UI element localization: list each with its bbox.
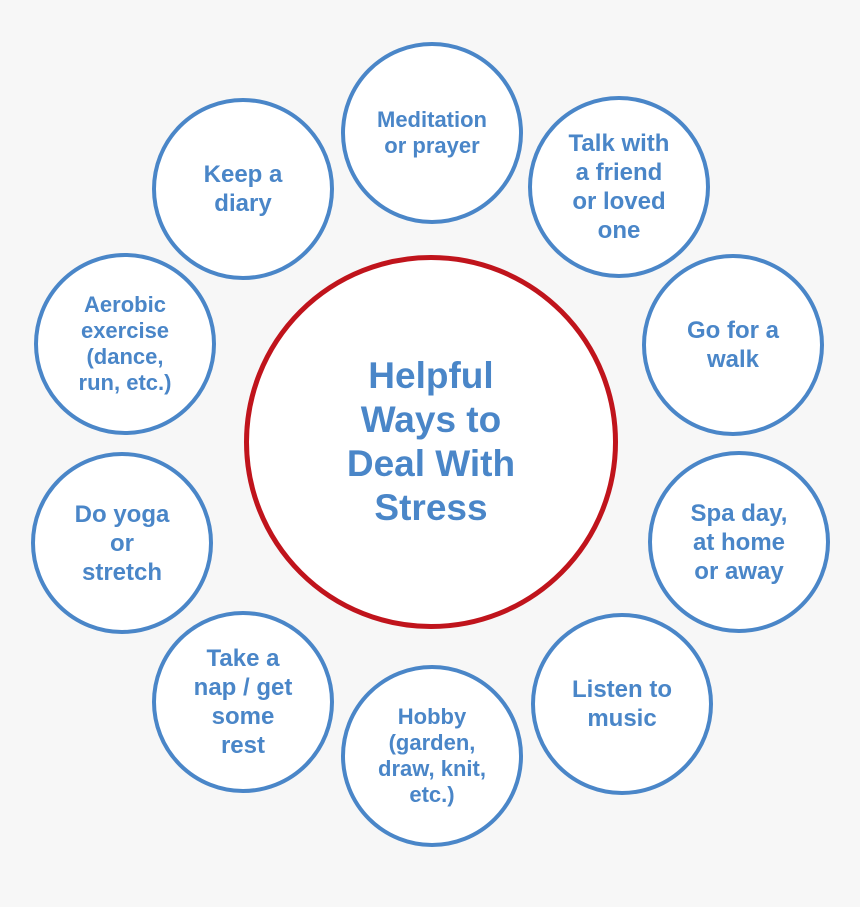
circle-do-yoga: Do yoga or stretch — [31, 452, 213, 634]
circle-keep-diary-label: Keep a diary — [203, 161, 283, 217]
circle-spa-day: Spa day, at home or away — [648, 451, 830, 633]
circle-hobby: Hobby (garden, draw, knit, etc.) — [341, 665, 523, 847]
circle-hobby-label: Hobby (garden, draw, knit, etc.) — [378, 704, 486, 807]
circle-talk-with-friend: Talk with a friend or loved one — [528, 96, 710, 278]
circle-go-for-walk-label: Go for a walk — [686, 317, 779, 373]
circle-take-nap: Take a nap / get some rest — [152, 611, 334, 793]
circle-aerobic-exercise: Aerobic exercise (dance, run, etc.) — [34, 253, 216, 435]
circle-spa-day-label: Spa day, at home or away — [690, 499, 788, 585]
circle-aerobic-exercise-label: Aerobic exercise (dance, run, etc.) — [78, 292, 172, 395]
circle-meditation: Meditation or prayer — [341, 42, 523, 224]
circle-go-for-walk: Go for a walk — [642, 254, 824, 436]
circle-listen-to-music: Listen to music — [531, 613, 713, 795]
circle-listen-to-music-label: Listen to music — [572, 676, 672, 732]
circle-take-nap-label: Take a nap / get some rest — [193, 645, 293, 759]
circle-talk-with-friend-label: Talk with a friend or loved one — [568, 130, 670, 244]
circle-keep-diary: Keep a diary — [152, 98, 334, 280]
circle-meditation-label: Meditation or prayer — [377, 107, 487, 158]
center-title: Helpful Ways to Deal With Stress — [346, 355, 516, 528]
circle-do-yoga-label: Do yoga or stretch — [74, 500, 170, 586]
center-circle: Helpful Ways to Deal With Stress — [244, 255, 618, 629]
